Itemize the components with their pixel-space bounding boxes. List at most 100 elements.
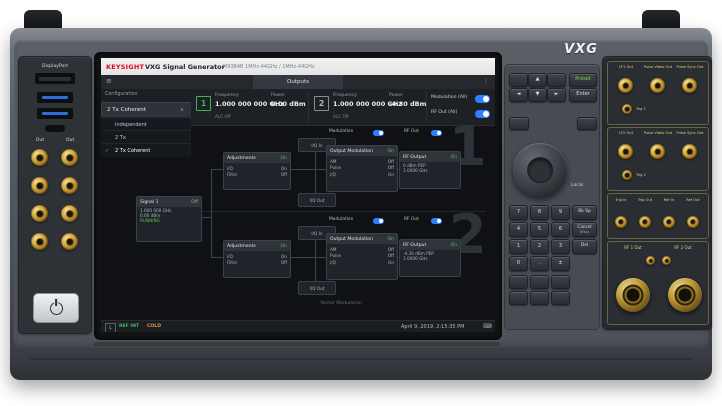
ch2-modulation-toggle[interactable] (373, 218, 384, 224)
usb-port-2 (37, 108, 73, 119)
sma-connector (31, 149, 48, 166)
ch1-rfout-toggle[interactable] (431, 130, 442, 136)
rotary-knob[interactable] (513, 143, 567, 197)
block-state: On (450, 242, 457, 248)
side-key-left[interactable] (509, 117, 529, 130)
function-key[interactable] (509, 291, 528, 305)
power-button[interactable] (33, 293, 79, 323)
channel1-frequency-value[interactable]: 1.000 000 000 GHz (215, 100, 285, 108)
connector-label: Pulse Video Out (643, 65, 673, 69)
connector-label: Trig Out (637, 198, 653, 202)
plus-minus-key[interactable]: ± (551, 256, 570, 271)
channel2-power-value[interactable]: -4.30 dBm (389, 100, 427, 108)
function-key[interactable] (551, 291, 570, 305)
connector-label: Ref In (663, 198, 675, 202)
ch2-rfout-toggle[interactable] (431, 218, 442, 224)
nav-key[interactable] (547, 73, 566, 87)
modulation-all-label: Modulation (All) (431, 95, 468, 100)
config-option-2tx[interactable]: 2 Tx (101, 130, 190, 144)
digit-6-key[interactable]: 6 (551, 222, 570, 237)
power-label: Power (271, 93, 285, 98)
function-key[interactable] (551, 275, 570, 289)
vxg-badge: VXG (564, 42, 598, 57)
touchscreen[interactable]: KEYSIGHT VXG Signal Generator M9384B 1MH… (101, 58, 495, 332)
local-label: Local (571, 183, 583, 188)
rf-out-section: RF 1 Out RF 2 Out (607, 241, 709, 325)
ch2-rfout-label: RF Out (404, 217, 419, 222)
digit-5-key[interactable]: 5 (530, 222, 549, 237)
sma-connector (31, 177, 48, 194)
digit-0-key[interactable]: 0 (509, 256, 528, 271)
sma-connector (663, 216, 675, 228)
ch2-iq-out-block[interactable]: I/Q Out (298, 281, 336, 295)
signal-state: Off (191, 199, 198, 205)
arrow-down-key[interactable]: ▼ (528, 88, 547, 102)
ch1-iq-out-block[interactable]: I/Q Out (298, 193, 336, 207)
connector-label: LF1 Out (618, 65, 633, 69)
channel1-flags: ALC Off (215, 114, 231, 119)
block-title: RF Output (403, 154, 427, 160)
nav-key[interactable] (509, 73, 528, 87)
function-key[interactable] (530, 275, 549, 289)
channel2-frequency-value[interactable]: 1.000 000 000 GHz (333, 100, 403, 108)
datetime-label: April 9, 2019, 2:15:35 PM (401, 324, 465, 330)
arrow-up-key[interactable]: ▲ (528, 73, 547, 87)
digit-4-key[interactable]: 4 (509, 222, 528, 237)
preset-key[interactable]: Preset (569, 73, 597, 87)
ch1-modulation-toggle[interactable] (373, 130, 384, 136)
backspace-key[interactable]: Bk Sp (572, 205, 597, 220)
app-topbar: ≡ Outputs ⋮ (101, 75, 495, 90)
rfout-all-toggle[interactable] (475, 110, 490, 118)
wire (289, 257, 326, 258)
channel1-power-value[interactable]: 0.00 dBm (271, 100, 306, 108)
model-label: M9384B 1MHz-44GHz / 1MHz-44GHz (223, 64, 315, 70)
ch2-io-section: LF2 Out Pulse Video Out Pulse Sync Out T… (607, 127, 709, 191)
tab-outputs[interactable]: Outputs (253, 75, 343, 89)
menu-icon[interactable]: ≡ (106, 77, 112, 85)
keyboard-icon[interactable]: ⌨ (483, 323, 492, 330)
more-icon[interactable]: ⋮ (483, 78, 489, 85)
sma-connector (31, 233, 48, 250)
side-key-right[interactable] (577, 117, 597, 130)
digit-3-key[interactable]: 3 (551, 239, 570, 254)
block-title: Adjustments (227, 243, 256, 249)
keysight-logo: KEYSIGHT (106, 63, 145, 71)
sma-connector (61, 149, 78, 166)
arrow-right-key[interactable]: ► (547, 88, 566, 102)
arrow-left-key[interactable]: ◄ (509, 88, 528, 102)
cancel-key[interactable]: Cancel(Esc) (572, 222, 597, 237)
app-title: VXG Signal Generator (145, 63, 225, 71)
ch1-rfout-label: RF Out (404, 129, 419, 134)
digit-9-key[interactable]: 9 (551, 205, 570, 220)
digit-7-key[interactable]: 7 (509, 205, 528, 220)
configuration-dropdown[interactable]: 2 Tx Coherent ∧ (101, 102, 192, 118)
function-key[interactable] (509, 275, 528, 289)
config-option-2tx-coherent[interactable]: ✓ 2 Tx Coherent (101, 143, 190, 157)
channel2-flags: ALC Off (333, 114, 349, 119)
block-title: Adjustments (227, 155, 256, 161)
block-title: RF Output (403, 242, 427, 248)
signal-frequency: 1.000 000 GHz (140, 208, 172, 213)
modulation-all-toggle[interactable] (475, 95, 490, 103)
function-key[interactable] (530, 291, 549, 305)
digit-2-key[interactable]: 2 (530, 239, 549, 254)
trigger-io-section: Trig In Trig Out Ref In Ref Out (607, 193, 709, 239)
enter-key[interactable]: Enter (569, 88, 597, 102)
channel-strip: 1 Frequency 1.000 000 000 GHz ALC Off Po… (191, 89, 495, 126)
digit-8-key[interactable]: 8 (530, 205, 549, 220)
connector-label: RF 2 Out (674, 245, 692, 250)
sma-connector (650, 78, 665, 93)
digit-1-key[interactable]: 1 (509, 239, 528, 254)
keypad-panel: ▲ ◄ ▼ ► Preset Enter Local 7 8 9 4 5 6 1… (504, 64, 600, 330)
delete-key[interactable]: Del (572, 239, 597, 254)
ch2-modulation-label: Modulation (329, 217, 354, 222)
config-option-independent[interactable]: Independent (101, 117, 190, 131)
decimal-key[interactable]: . (530, 256, 549, 271)
